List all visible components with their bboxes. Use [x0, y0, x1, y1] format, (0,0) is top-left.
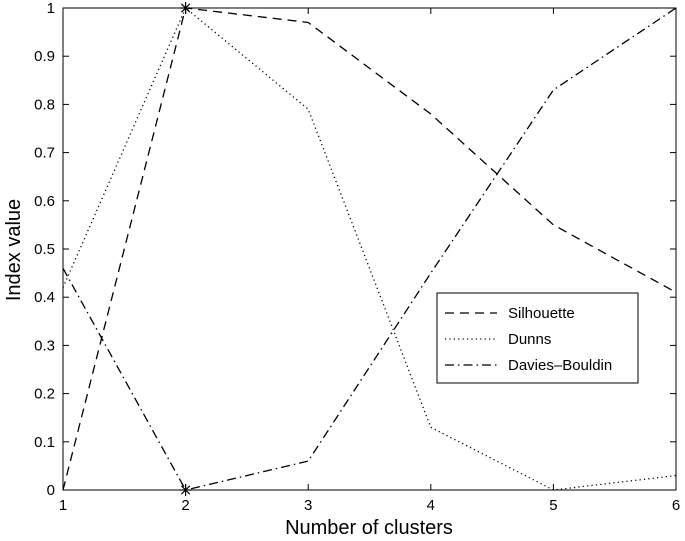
plot-frame: [62, 7, 677, 491]
y-tick-label: 0.1: [34, 434, 55, 451]
x-tick-label: 4: [427, 497, 435, 514]
y-tick-label: 0.8: [34, 96, 55, 113]
asterisk-marker: [179, 2, 192, 14]
y-tick-label: 1: [47, 0, 55, 17]
y-tick-label: 0: [47, 482, 55, 499]
y-tick-label: 0.9: [34, 48, 55, 65]
asterisk-stroke: [180, 3, 191, 13]
series-line-2: [62, 6, 677, 491]
y-tick-label: 0.2: [34, 386, 55, 403]
series-line-3: [62, 7, 677, 491]
legend-label: Silhouette: [508, 305, 575, 322]
series-line-1: [62, 7, 677, 491]
y-tick-label: 0.6: [34, 193, 55, 210]
x-tick-label: 6: [672, 497, 680, 514]
legend-label: Davies–Bouldin: [508, 357, 612, 374]
x-tick-label: 5: [549, 497, 557, 514]
asterisk-stroke: [180, 485, 191, 495]
x-tick-label: 1: [59, 497, 67, 514]
y-tick-label: 0.3: [34, 337, 55, 354]
legend-label: Dunns: [508, 331, 551, 348]
x-axis-label: Number of clusters: [285, 517, 453, 539]
legend-box: [436, 292, 639, 384]
x-tick-label: 3: [304, 497, 312, 514]
x-tick-label: 2: [181, 497, 189, 514]
y-tick-label: 0.7: [34, 145, 55, 162]
y-tick-label: 0.5: [34, 241, 55, 258]
y-tick-label: 0.4: [34, 289, 55, 306]
asterisk-marker: [179, 484, 192, 496]
y-axis-label: Index value: [3, 199, 25, 301]
